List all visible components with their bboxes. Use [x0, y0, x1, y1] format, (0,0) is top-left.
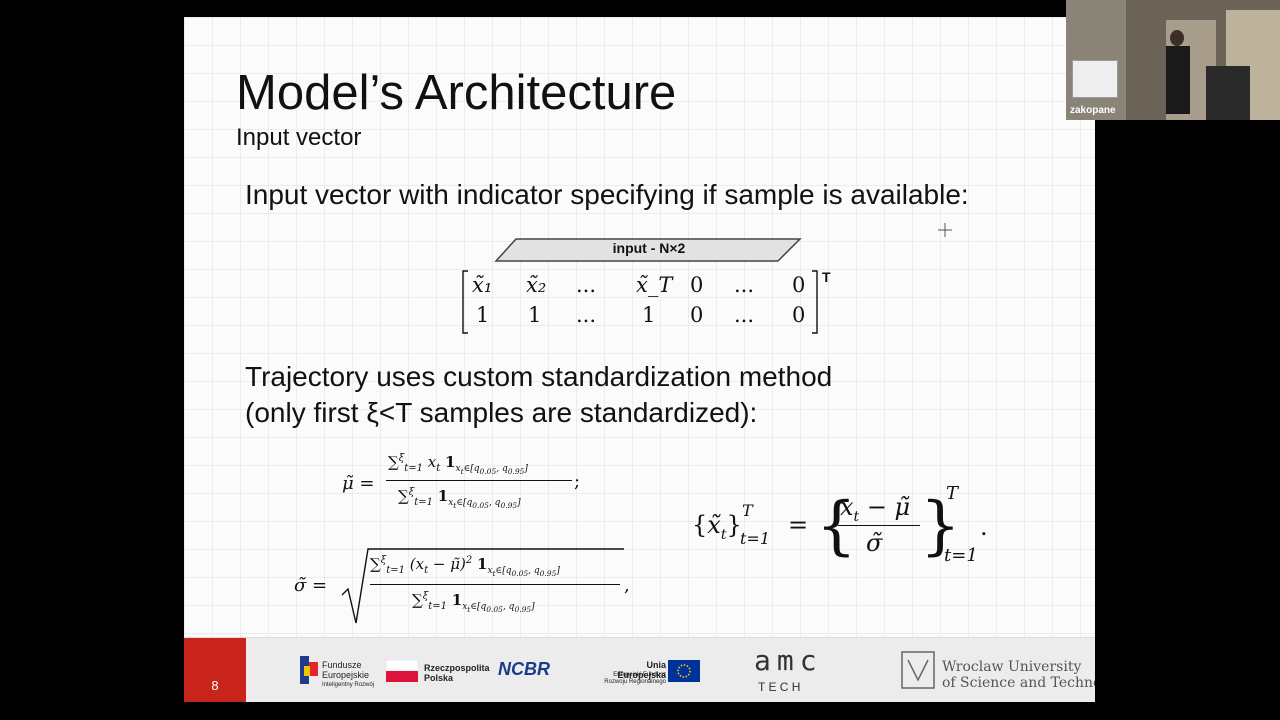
webcam-video: zakopane	[1066, 0, 1280, 120]
fundusze-europejskie-logo-icon	[300, 656, 318, 684]
bullet-input-vector: Input vector with indicator specifying i…	[245, 179, 969, 210]
page-number-box: 8	[184, 638, 246, 702]
matrix-cell: 0	[792, 303, 806, 327]
polish-flag-icon	[386, 660, 418, 682]
ue-subtext: Europejski Fundusz Rozwoju Regionalnego	[604, 672, 666, 685]
slide-subtitle: Input vector	[236, 124, 362, 151]
matrix-cell: 1	[642, 303, 656, 327]
matrix-cell: 0	[690, 303, 704, 327]
rp-text: Rzeczpospolita Polska	[424, 663, 490, 683]
slide-footer: 8 Fundusze Europejskie Inteligentny Rozw…	[184, 637, 1095, 702]
matrix-cell: x̃_T	[636, 273, 673, 297]
bullet-standardization: Trajectory uses custom standardization m…	[245, 361, 833, 392]
webcam-label: zakopane	[1070, 105, 1116, 116]
matrix-cell: 0	[690, 273, 704, 297]
matrix-cell: 0	[792, 273, 806, 297]
eu-flag-icon	[668, 660, 700, 682]
amc-logo: amc	[754, 644, 823, 677]
matrix-cell: 1	[476, 303, 490, 327]
bullet-standardization-note: (only first ξ<T samples are standardized…	[245, 397, 758, 428]
matrix-cell: x̃₁	[472, 273, 493, 297]
input-matrix: x̃₁ x̃₂ ... x̃_T 0 ... 0 1 1 ... 1 0 ...…	[460, 269, 840, 335]
input-layer-label: input - N×2	[612, 240, 686, 256]
university-name-line2: of Science and Technology	[942, 675, 1095, 691]
tech-logo-text: T E C H	[758, 680, 801, 694]
matrix-cell: ...	[734, 303, 755, 327]
fundusze-text: Fundusze Europejskie	[322, 660, 370, 680]
ue-text: Unia Europejska	[617, 660, 666, 680]
matrix-cell: ...	[576, 273, 597, 297]
university-name: Wroclaw University of Science and Techno…	[942, 659, 1095, 691]
slide-title: Model’s Architecture	[236, 66, 677, 120]
matrix-cell: 1	[528, 303, 542, 327]
matrix-transpose: T	[822, 269, 831, 285]
university-name-line1: Wroclaw University	[942, 659, 1082, 675]
ncbr-logo: NCBR	[498, 659, 550, 679]
sigma-formula: σ̃ = ∑ξt=1 (xt − μ̃)2 1xt∈[q0.05, q0.95]…	[294, 543, 634, 629]
mu-formula: μ̃ = ∑ξt=1 xt 1xt∈[q0.05, q0.95] ; ∑ξt=1…	[342, 453, 581, 510]
fundusze-subtext: Inteligentny Rozwój	[322, 682, 375, 688]
matrix-cell: ...	[734, 273, 755, 297]
input-layer-diagram	[494, 238, 802, 262]
trajectory-formula: {x̃t} T t=1 = { xt − μ̃ σ̃ } T t=1 .	[692, 483, 988, 566]
matrix-cell: x̃₂	[526, 273, 547, 297]
matrix-cell: ...	[576, 303, 597, 327]
crosshair-cursor-icon	[938, 223, 952, 237]
university-crest-icon	[901, 651, 935, 689]
presentation-slide: Model’s Architecture Input vector Input …	[184, 17, 1095, 702]
page-number: 8	[211, 678, 219, 693]
